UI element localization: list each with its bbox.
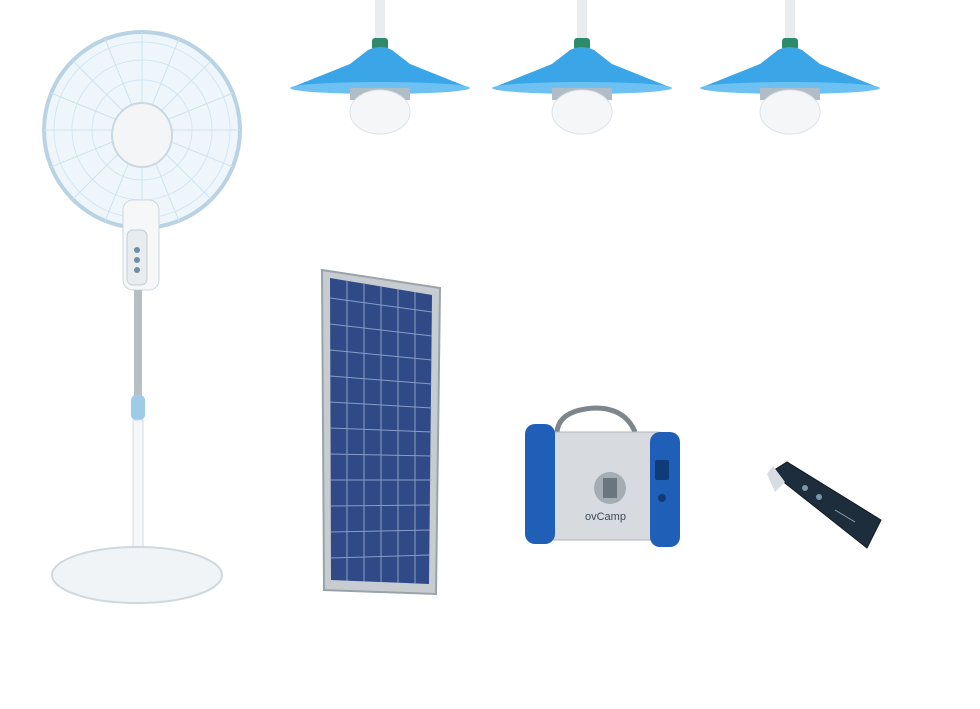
power-bank-brand-text: ovCamp <box>585 511 626 523</box>
fan-blade-cage <box>42 30 242 230</box>
standing-fan <box>42 30 242 604</box>
fan-pole <box>134 290 142 400</box>
pendant-lamp-3 <box>700 0 880 135</box>
power-bank: ovCamp <box>525 405 680 547</box>
remote-control <box>767 461 882 549</box>
pendant-lamp-2 <box>492 0 672 135</box>
solar-panel <box>320 268 442 596</box>
pendant-lamp-1 <box>290 0 470 135</box>
fan-base <box>51 546 223 604</box>
